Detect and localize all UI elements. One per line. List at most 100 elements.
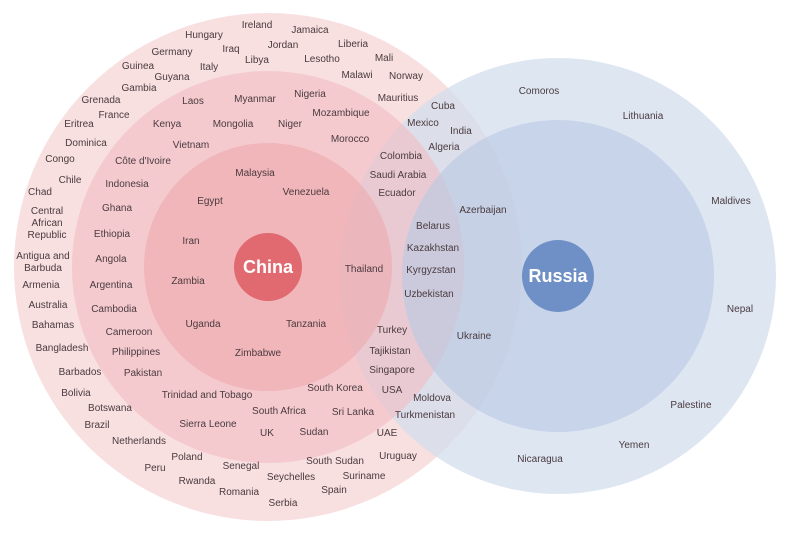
country-label: Germany xyxy=(151,47,192,58)
country-label: Serbia xyxy=(269,498,298,509)
country-label: Eritrea xyxy=(64,119,94,130)
country-label: Uzbekistan xyxy=(404,289,453,300)
country-label: Philippines xyxy=(112,347,160,358)
country-label: Norway xyxy=(389,71,423,82)
country-label: Venezuela xyxy=(283,187,330,198)
country-label: Brazil xyxy=(84,420,109,431)
country-label: Turkey xyxy=(377,325,407,336)
country-label: Botswana xyxy=(88,403,132,414)
country-label: Laos xyxy=(182,96,204,107)
country-label: India xyxy=(450,126,472,137)
country-label: Cameroon xyxy=(106,327,153,338)
country-label: Palestine xyxy=(670,400,712,411)
country-label: UAE xyxy=(377,428,398,439)
country-label: Thailand xyxy=(345,264,383,275)
country-label: Italy xyxy=(200,62,218,73)
country-label: Guinea xyxy=(122,61,155,72)
country-label: Bahamas xyxy=(32,320,74,331)
country-label: Lithuania xyxy=(623,111,664,122)
country-label: Ghana xyxy=(102,203,132,214)
country-label: Australia xyxy=(29,300,68,311)
country-label: Tajikistan xyxy=(369,346,410,357)
country-label: Mexico xyxy=(407,118,439,129)
country-label: UK xyxy=(260,428,274,439)
country-label: Netherlands xyxy=(112,436,166,447)
country-label: Kenya xyxy=(153,119,182,130)
country-label: Ireland xyxy=(242,20,273,31)
country-label: Singapore xyxy=(369,365,415,376)
country-label: France xyxy=(98,110,130,121)
country-label: Barbados xyxy=(59,367,102,378)
hubs: China Russia xyxy=(234,233,594,312)
country-label: Malawi xyxy=(341,70,372,81)
country-label: Ukraine xyxy=(457,331,492,342)
country-label: Romania xyxy=(219,487,259,498)
country-label: Grenada xyxy=(82,95,121,106)
country-label: Suriname xyxy=(343,471,386,482)
country-label: Egypt xyxy=(197,196,223,207)
country-label: Pakistan xyxy=(124,368,162,379)
country-label: Spain xyxy=(321,485,347,496)
country-label: Kyrgyzstan xyxy=(406,265,455,276)
country-label: Bolivia xyxy=(61,388,91,399)
country-label: Kazakhstan xyxy=(407,243,459,254)
country-label: South Sudan xyxy=(306,456,364,467)
country-label: Yemen xyxy=(619,440,650,451)
china-hub-label: China xyxy=(243,257,294,277)
country-label: Libya xyxy=(245,55,269,66)
country-label: Trinidad and Tobago xyxy=(162,390,253,401)
country-label: Malaysia xyxy=(235,168,275,179)
country-label: Hungary xyxy=(185,30,223,41)
country-label: Chad xyxy=(28,187,52,198)
country-label: Cuba xyxy=(431,101,455,112)
country-label: Uruguay xyxy=(379,451,417,462)
country-label: Senegal xyxy=(223,461,260,472)
country-label: Congo xyxy=(45,154,75,165)
country-label: Poland xyxy=(171,452,202,463)
country-label: Azerbaijan xyxy=(459,205,506,216)
country-label: Dominica xyxy=(65,138,107,149)
country-label: Guyana xyxy=(154,72,189,83)
country-label: Armenia xyxy=(22,280,60,291)
country-label: Sierra Leone xyxy=(179,419,237,430)
country-label: Chile xyxy=(59,175,82,186)
country-label: Iran xyxy=(182,236,199,247)
country-label: Colombia xyxy=(380,151,423,162)
country-label: Jamaica xyxy=(291,25,329,36)
country-label: Argentina xyxy=(90,280,133,291)
country-label: Uganda xyxy=(185,319,220,330)
country-label: Belarus xyxy=(416,221,450,232)
country-label: Tanzania xyxy=(286,319,326,330)
country-label: South Korea xyxy=(307,383,363,394)
country-label: Indonesia xyxy=(105,179,149,190)
country-label: Cambodia xyxy=(91,304,137,315)
country-label: Moldova xyxy=(413,393,451,404)
country-label: Nicaragua xyxy=(517,454,563,465)
country-label: Côte d'Ivoire xyxy=(115,156,171,167)
country-label: Zimbabwe xyxy=(235,348,282,359)
country-label: Gambia xyxy=(121,83,156,94)
country-label: Bangladesh xyxy=(36,343,89,354)
russia-hub-label: Russia xyxy=(528,266,588,286)
country-label: Vietnam xyxy=(173,140,210,151)
country-label: Iraq xyxy=(222,44,239,55)
country-label: Mali xyxy=(375,53,393,64)
country-label: Algeria xyxy=(428,142,460,153)
country-label: Jordan xyxy=(268,40,299,51)
country-label: Lesotho xyxy=(304,54,340,65)
country-label: Turkmenistan xyxy=(395,410,455,421)
country-label: Ethiopia xyxy=(94,229,131,240)
country-label: Maldives xyxy=(711,196,750,207)
country-label: Mongolia xyxy=(213,119,254,130)
country-label: Peru xyxy=(144,463,165,474)
country-label: Comoros xyxy=(519,86,560,97)
country-label: Nepal xyxy=(727,304,753,315)
country-label: Angola xyxy=(95,254,127,265)
country-label: Myanmar xyxy=(234,94,276,105)
country-label: Liberia xyxy=(338,39,368,50)
country-label: Ecuador xyxy=(378,188,416,199)
